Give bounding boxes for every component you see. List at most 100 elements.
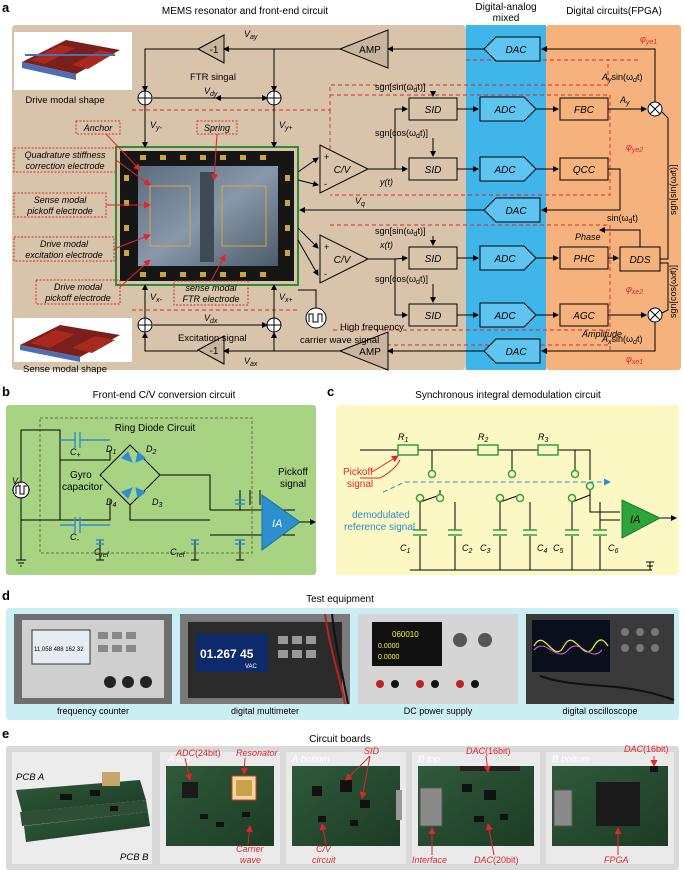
sense-pickoff-label-1: Sense modal	[34, 195, 88, 205]
svg-text:060010: 060010	[392, 630, 419, 639]
c4-label: C4	[537, 543, 548, 555]
gyro-label-2: capacitor	[62, 482, 103, 493]
photo-b-bottom	[546, 752, 674, 864]
ia-label-b: IA	[272, 518, 282, 530]
cv-circuit-label-1: C/V	[316, 844, 332, 854]
pickoff-label-c-2: signal	[347, 479, 373, 490]
sid-2: SID	[408, 157, 458, 181]
quad-label-1: Quadrature stiffness	[24, 150, 106, 160]
c1-label: C1	[400, 543, 411, 555]
sid-3: SID	[408, 246, 458, 270]
dac-20bit-label: DAC(20bit)	[474, 855, 519, 865]
cref-label-1: Cref	[94, 547, 110, 559]
agc-block: AGC	[559, 303, 609, 327]
pcb-a-label: PCB A	[16, 772, 44, 783]
svg-text:ADC: ADC	[493, 311, 516, 322]
sgn-sin-x: sgn[sin(ωdt)]	[375, 226, 425, 238]
carrier-label-1: High frequency	[340, 322, 404, 333]
svg-text:DAC: DAC	[505, 347, 527, 358]
r2-resistor	[477, 444, 499, 456]
ia-amp-b	[261, 494, 301, 551]
carrier-label-2: carrier wave signal	[300, 335, 379, 346]
svg-text:DAC: DAC	[505, 45, 527, 56]
vyp-label: Vy+	[279, 120, 293, 132]
ring-diode-box	[39, 417, 253, 554]
interface-label: Interface	[412, 855, 447, 865]
panel-c-letter: c	[327, 384, 334, 399]
photo-digital-oscilloscope	[526, 614, 675, 704]
svg-text:-1: -1	[210, 45, 219, 56]
svg-text:C/V: C/V	[334, 165, 352, 176]
cv-circuit-label-2: circuit	[312, 855, 336, 865]
gyro-label-1: Gyro	[70, 470, 92, 481]
sense-pickoff-label-2: pickoff electrode	[26, 206, 93, 216]
anchor-label-box	[75, 120, 121, 135]
photo-b-top	[412, 752, 540, 864]
excitation-signal-label: Excitation signal	[178, 333, 247, 344]
spring-label-box	[196, 120, 238, 135]
ax-sin-label: Axsin(ωdt)	[601, 334, 642, 346]
svg-text:11.058 488 162 32: 11.058 488 162 32	[34, 647, 84, 653]
a-top-label: A top	[167, 754, 190, 765]
sense-ftr-label-2: FTR electrode	[182, 294, 239, 304]
sgn-cos-x: sgn[cos(ωdt)]	[375, 274, 428, 286]
sum-y-minus	[137, 90, 153, 106]
ay-sin-label: Aysin(ωdt)	[601, 72, 642, 84]
carrier-wave-label-2: wave	[240, 855, 261, 865]
sum-x-minus	[137, 317, 153, 333]
d2-label: D2	[146, 444, 157, 456]
svg-text:AMP: AMP	[359, 347, 381, 358]
dds-block: DDS	[619, 246, 661, 272]
vym-label: Vy-	[150, 120, 163, 132]
photo-digital-multimeter: 01.267 45 VAC	[180, 613, 350, 705]
svg-text:SID: SID	[425, 311, 442, 322]
carrier-wave-label-1: Carrier	[236, 844, 265, 854]
r3-label: R3	[538, 432, 549, 444]
r3-resistor	[537, 444, 559, 456]
photo-pcb-stack	[12, 752, 152, 864]
r1-label: R1	[398, 432, 409, 444]
sense-ftr-label-1: sense modal	[185, 283, 237, 293]
b-bottom-label: B bottom	[552, 754, 590, 765]
panel-c-title: Synchronous integral demodulation circui…	[415, 390, 601, 401]
mixer-bottom	[647, 307, 663, 323]
ring-diode-title: Ring Diode Circuit	[115, 423, 196, 434]
xt-label: x(t)	[379, 240, 393, 250]
sense-pickoff-label-box	[13, 192, 107, 218]
svg-text:AGC: AGC	[572, 311, 595, 322]
yt-label: y(t)	[379, 177, 393, 187]
c5-label: C5	[553, 543, 564, 555]
sid-4: SID	[408, 303, 458, 327]
resonator-label: Resonator	[236, 748, 279, 758]
vxm-label: Vx-	[150, 292, 163, 304]
pickoff-label-b-2: signal	[280, 479, 306, 490]
photo-caption-digital-oscilloscope: digital oscilloscope	[562, 706, 637, 716]
fpga-title: Digital circuits(FPGA)	[566, 6, 662, 17]
svg-text:FBC: FBC	[574, 105, 595, 116]
d1-label: D1	[106, 444, 117, 456]
svg-text:DAC: DAC	[505, 206, 527, 217]
vdx-label: Vdx	[204, 313, 218, 325]
panel-b-letter: b	[2, 384, 10, 399]
photo-caption-digital-multimeter: digital multimeter	[231, 706, 299, 716]
r1-resistor	[397, 444, 419, 456]
quad-label-2: correction electrode	[25, 161, 104, 171]
vxp-label: Vx+	[279, 292, 293, 304]
panel-b-bg	[6, 405, 316, 575]
c2-label: C2	[462, 543, 473, 555]
svg-text:VAC: VAC	[245, 664, 258, 670]
drive-pickoff-label-2: pickoff electrode	[44, 293, 111, 303]
a-bottom-label: A bottom	[291, 754, 330, 765]
fbc-block: FBC	[559, 97, 609, 121]
cv-bottom: +- C/V	[319, 234, 370, 284]
photo-frequency-counter: 11.058 488 162 32	[14, 614, 172, 704]
b-top-label: B top	[418, 754, 440, 765]
sgn-cos-vertical: sgn[cos(ωdt)]	[668, 265, 678, 318]
ay-label: Ay	[619, 95, 630, 107]
svg-text:-1: -1	[210, 346, 219, 357]
qcc-block: QCC	[559, 157, 609, 181]
d4-label: D4	[106, 497, 117, 509]
sin-wd-label: sin(ωdt)	[607, 213, 638, 225]
panel-e-title: Circuit boards	[309, 734, 371, 745]
